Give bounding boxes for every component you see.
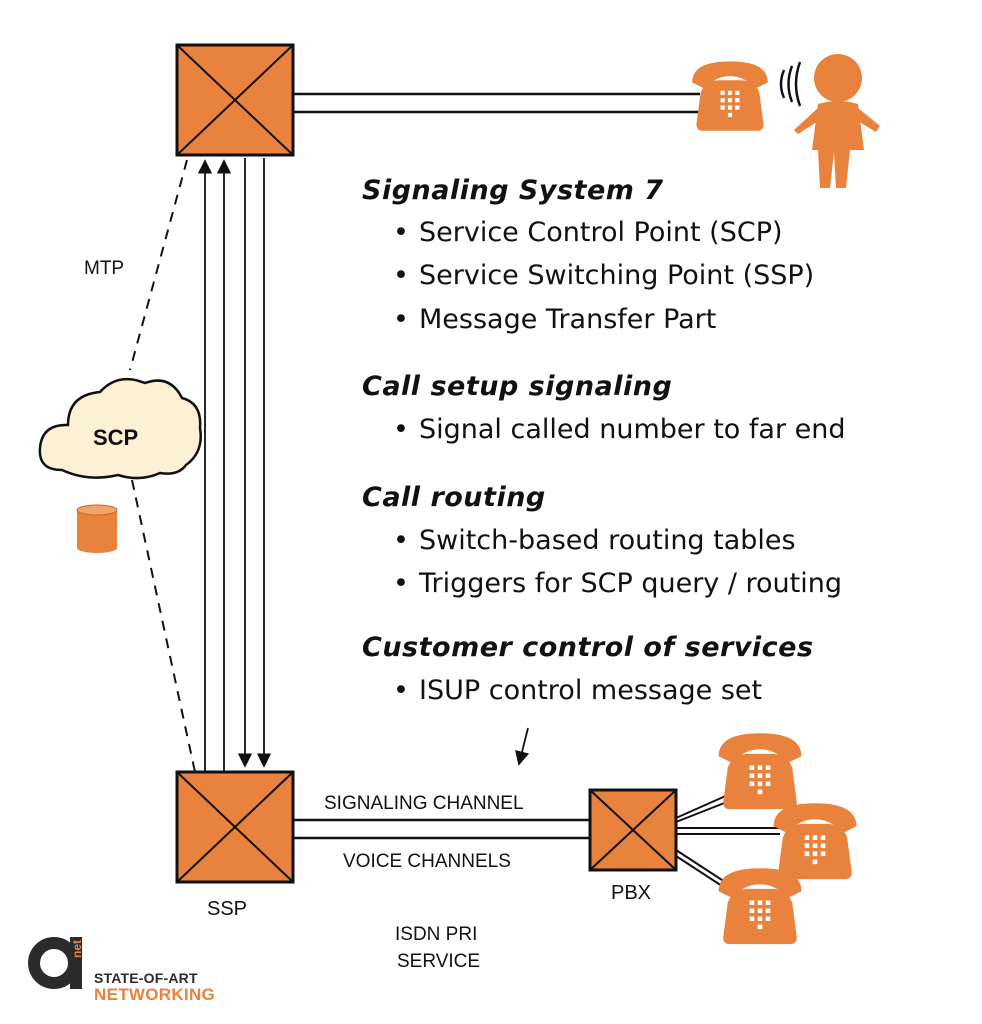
bullet-triggers: Triggers for SCP query / routing [393,568,842,599]
trunk-line-pri [293,818,590,840]
bullet-scp: Service Control Point (SCP) [393,217,783,248]
trunk-line-top [293,92,700,114]
voice-channels-label: VOICE CHANNELS [343,851,511,872]
bullet-ssp: Service Switching Point (SSP) [393,260,814,291]
mtp-label: MTP [84,258,125,279]
mtp-dashed-links [129,159,196,773]
logo-net: net [70,940,84,958]
isdn-label-line2: SERVICE [397,951,481,972]
sound-waves-icon [779,61,802,107]
signaling-arrows [197,158,272,772]
switch-icon-pbx [588,788,678,872]
logo-stem [70,937,82,989]
telephone-icon-ext2 [773,803,857,880]
isdn-label-line1: ISDN PRI [395,924,478,945]
telephone-icon-top [692,61,768,131]
cloud-icon [38,377,202,480]
bullet-isup: ISUP control message set [393,675,762,706]
bullet-signal-called: Signal called number to far end [393,414,846,445]
arrow-icon [515,727,530,766]
extension-lines [675,793,780,887]
scp-label: SCP [93,425,139,450]
heading-call-setup: Call setup signaling [362,371,673,402]
logo-line2: NETWORKING [94,985,216,1004]
pbx-label: PBX [611,882,652,904]
heading-ss7: Signaling System 7 [362,175,664,206]
bullet-routing-tables: Switch-based routing tables [393,525,796,556]
person-icon [794,54,880,188]
switch-icon-ssp [175,770,295,884]
bullet-mtp: Message Transfer Part [393,304,716,335]
switch-icon-top [175,43,295,157]
logo-line1: STATE-OF-ART [94,970,198,986]
heading-customer-control: Customer control of services [362,632,814,663]
ssp-label: SSP [207,898,248,920]
telephone-icon-ext1 [718,733,802,810]
signaling-channel-label: SIGNALING CHANNEL [324,793,524,814]
heading-call-routing: Call routing [362,482,546,513]
database-icon [76,504,118,553]
telephone-icon-ext3 [718,868,802,945]
